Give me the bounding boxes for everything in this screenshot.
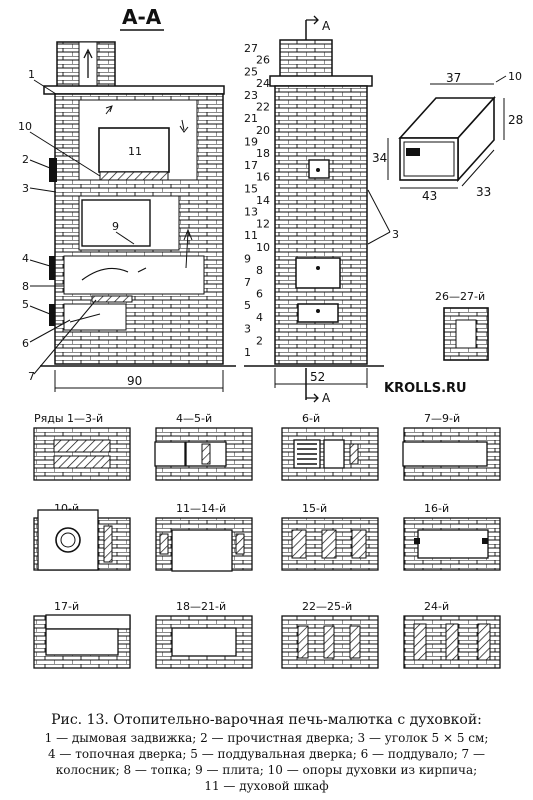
row-plan: 16-й [403, 502, 501, 571]
row-number: 12 [256, 217, 270, 230]
callout-1: 1 [28, 68, 35, 81]
ash-pit [63, 303, 127, 331]
chimney-detail: 26—27-й [435, 290, 489, 361]
row-number: 27 [244, 42, 258, 55]
row-number: 7 [244, 276, 251, 289]
row-plan-label: 15-й [302, 502, 327, 515]
callout-4: 4 [22, 252, 29, 265]
callout-5: 5 [22, 298, 29, 311]
row-plan-label: 11—14-й [176, 502, 226, 515]
row-number: 15 [244, 182, 258, 195]
row-plan-label: 24-й [424, 600, 449, 613]
row-plan-label: 4—5-й [176, 412, 212, 425]
caption-title: Рис. 13. Отопительно-варочная печь-малют… [51, 712, 482, 728]
firebox [63, 255, 205, 295]
dimension-52: 52 [274, 368, 368, 388]
row-number: 14 [256, 194, 270, 207]
row-number: 3 [244, 323, 251, 336]
caption-line-3: колосник; 8 — топка; 9 — плита; 10 — опо… [55, 763, 478, 777]
row-number: 16 [256, 171, 270, 184]
facade-cap [269, 75, 373, 87]
caption-line-1: 1 — дымовая задвижка; 2 — прочистная две… [44, 731, 489, 745]
row-plan-label: 6-й [302, 412, 320, 425]
row-plan: 6-й [281, 412, 379, 481]
stove-drawing: А-А 11 9 1 [18, 5, 523, 669]
row-plan: 7—9-й [402, 412, 501, 481]
plate-number: 9 [112, 220, 119, 233]
row-number: 8 [256, 264, 263, 277]
row-plan-label: 7—9-й [424, 412, 460, 425]
row-plan-label: Ряды 1—3-й [34, 412, 103, 425]
dim-43: 43 [422, 189, 437, 203]
dim-37: 37 [446, 71, 461, 85]
grate [91, 295, 133, 303]
cooking-plate [81, 199, 151, 247]
callout-10: 10 [18, 120, 32, 133]
callout-corner-3: 3 [392, 228, 399, 241]
oven-supports [99, 171, 169, 181]
row-number: 22 [256, 100, 270, 113]
row-plan-label: 18—21-й [176, 600, 226, 613]
row-plan-label: 17-й [54, 600, 79, 613]
row-number: 6 [256, 288, 263, 301]
oven-detail-number: 10 [508, 70, 522, 83]
watermark: KROLLS.RU [384, 381, 467, 396]
row-plans: Ряды 1—3-й 4—5-й 6-й 7—9-й 10-й 11—14-й 15-й 16… [33, 412, 501, 669]
fire-door [295, 257, 341, 289]
figure-caption: Рис. 13. Отопительно-варочная печь-малют… [0, 712, 533, 794]
row-plan: 15-й [281, 502, 379, 571]
row-number: 4 [256, 311, 263, 324]
svg-text:52: 52 [310, 370, 325, 384]
row-number: 11 [244, 229, 258, 242]
row-number: 1 [244, 346, 251, 359]
row-plan-label: 22—25-й [302, 600, 352, 613]
top-slab [43, 85, 225, 95]
row-number: 20 [256, 124, 270, 137]
row-number: 10 [256, 241, 270, 254]
dim-28: 28 [508, 113, 523, 127]
row-number: 13 [244, 206, 258, 219]
row-plan: 11—14-й [155, 502, 253, 572]
row-number: 21 [244, 112, 258, 125]
row-number: 5 [244, 299, 251, 312]
row-number: 26 [256, 54, 270, 67]
detail-label: 26—27-й [435, 290, 485, 303]
row-plan: 22—25-й [281, 600, 379, 669]
row-number: 2 [256, 334, 263, 347]
section-callouts: 1 10 2 3 4 8 5 6 7 [18, 68, 101, 383]
row-number: 17 [244, 159, 258, 172]
row-plan: 4—5-й [154, 412, 253, 481]
callout-8: 8 [22, 280, 29, 293]
row-plan: 18—21-й [155, 600, 253, 669]
facade-view: А 27262524232221201918171615141312111098… [244, 15, 399, 405]
caption-line-4: 11 — духовой шкаф [204, 779, 329, 793]
dimension-90: 90 [54, 370, 224, 392]
svg-text:90: 90 [127, 374, 142, 388]
oven-number: 11 [128, 145, 142, 158]
callout-2: 2 [22, 153, 29, 166]
row-numbers: 2726252423222120191817161514131211109876… [244, 42, 270, 359]
section-view: А-А 11 9 1 [18, 5, 236, 392]
row-number: 24 [256, 77, 270, 90]
row-number: 9 [244, 252, 251, 265]
row-number: 19 [244, 136, 258, 149]
dim-33: 33 [476, 185, 491, 199]
cut-marker-top: А [322, 19, 331, 33]
callout-3: 3 [22, 182, 29, 195]
dim-34: 34 [372, 151, 387, 165]
row-plan: 24-й [403, 600, 501, 669]
row-plan: 17-й [33, 600, 131, 669]
row-plan: 10-й [33, 502, 131, 571]
row-plan-label: 16-й [424, 502, 449, 515]
caption-line-2: 4 — топочная дверка; 5 — поддувальная дв… [47, 747, 485, 761]
row-number: 23 [244, 89, 258, 102]
callout-6: 6 [22, 337, 29, 350]
row-plan: Ряды 1—3-й [33, 412, 131, 481]
oven-detail: 37 10 28 34 43 33 [372, 70, 523, 203]
callout-7: 7 [28, 370, 35, 383]
row-number: 25 [244, 65, 258, 78]
section-title: А-А [122, 5, 162, 29]
cut-marker-bottom: А [322, 391, 331, 405]
row-number: 18 [256, 147, 270, 160]
